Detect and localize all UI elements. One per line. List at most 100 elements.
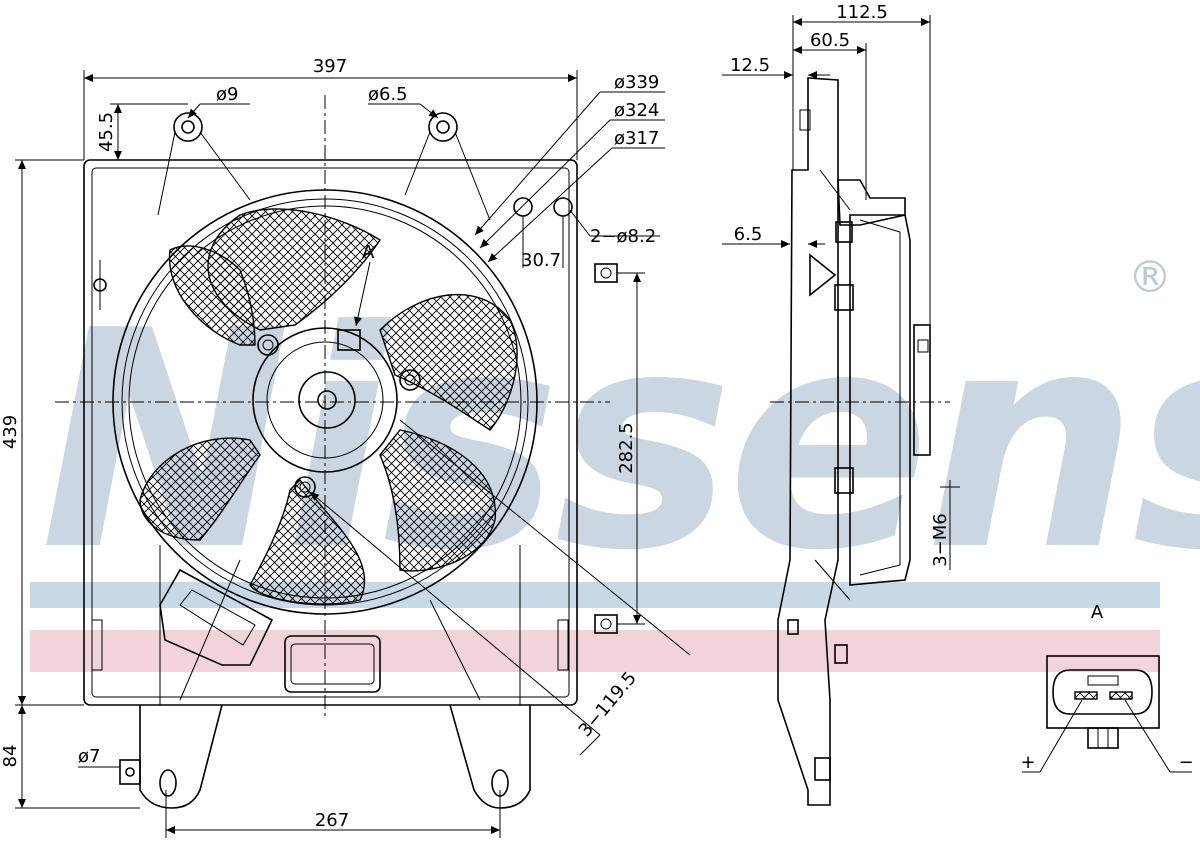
dim-ring-inner: ø317: [614, 128, 659, 149]
connector-key: [1087, 675, 1119, 686]
bracket-tab: [119, 759, 141, 785]
watermark-band-blue: [30, 582, 1160, 608]
fan-blade: [379, 293, 518, 431]
dim-vertical-span: 282.5: [616, 422, 637, 474]
dim-holes-spec: 2−ø8.2: [590, 226, 656, 247]
bracket-left: [139, 704, 223, 809]
watermark-band-red: [30, 630, 1160, 672]
dim-total-depth: 112.5: [836, 2, 888, 23]
dim-mount-spacing: 267: [315, 810, 349, 831]
dim-top-offset: 45.5: [96, 112, 117, 152]
side-motor: [849, 214, 911, 586]
mount-hole-right: [436, 120, 450, 134]
mount-rib: [454, 131, 491, 221]
side-tab: [799, 109, 811, 131]
resistor-label-plate: [179, 589, 256, 646]
side-clip-block: [835, 221, 853, 243]
dim-ring-mid: ø324: [614, 100, 659, 121]
dim-height: 439: [0, 415, 21, 449]
mount-rib: [199, 131, 251, 201]
watermark-registered-mark: ®: [1128, 252, 1172, 303]
dim-ring-outer: ø339: [614, 72, 659, 93]
mount-rib: [157, 131, 176, 216]
terminal-minus-label: −: [1178, 752, 1193, 773]
fan-blade: [249, 478, 366, 605]
motor-bolt-center: [404, 374, 416, 386]
leader-ring-mid: [479, 119, 611, 249]
side-tab: [787, 619, 799, 635]
dim-lower-hole: ø7: [78, 746, 100, 767]
dim-holes-pitch: 30.7: [521, 250, 561, 271]
left-latch: [91, 619, 103, 671]
side-clip-block: [834, 284, 854, 311]
fan-blade: [139, 437, 261, 541]
mount-boss-left: [173, 112, 203, 142]
motor-bolt: [294, 476, 316, 498]
connector-label: A: [1091, 602, 1104, 623]
dim-bolt-line: [309, 491, 601, 736]
right-clip-bottom-hole: [600, 618, 612, 630]
leader-ring-outer: [474, 91, 601, 236]
side-motor-top: [837, 179, 906, 226]
resistor-module: [159, 568, 274, 666]
dim-lip: 6.5: [734, 224, 763, 245]
leader-view-marker: [354, 261, 371, 327]
strut: [429, 599, 481, 701]
side-hub: [913, 324, 931, 456]
hub-shaft: [317, 390, 337, 410]
leader-positive: [1039, 699, 1083, 773]
terminal-positive: [1074, 691, 1098, 700]
view-marker: A: [362, 242, 375, 263]
bottom-vent: [284, 635, 381, 693]
strut: [179, 559, 241, 701]
side-clip-block: [834, 467, 854, 494]
terminal-negative: [1109, 691, 1133, 700]
bracket-right: [449, 704, 531, 809]
dim-depth-b: 60.5: [810, 30, 850, 51]
dim-width: 397: [313, 56, 347, 77]
connector-shell: [1052, 669, 1153, 715]
dim-bolt-line: [399, 419, 691, 656]
bracket-slot-left: [159, 769, 177, 797]
bracket-tab-hole: [125, 767, 135, 777]
side-motor-inner: [859, 219, 901, 576]
shroud-inner-edge: [91, 167, 570, 698]
mount-boss-right: [428, 112, 458, 142]
dim-thread: 3−M6: [930, 513, 951, 567]
motor-bolt: [257, 334, 279, 356]
side-shroud-line: [819, 169, 851, 211]
hub-cap: [298, 371, 356, 429]
side-foot: [834, 644, 848, 664]
leader-mount-hole: [187, 103, 201, 119]
leader-negative: [1124, 699, 1171, 773]
fan-blade: [379, 429, 496, 572]
shroud-outline: [83, 159, 578, 706]
fan-blade: [168, 245, 256, 346]
motor-bolt-center: [262, 339, 274, 351]
connector-view: A + −: [1020, 602, 1193, 773]
leader-ring-inner: [487, 147, 613, 263]
dim-bracket-height: 84: [0, 745, 21, 768]
leader-holes: [569, 209, 591, 237]
terminal-plus-label: +: [1020, 752, 1035, 773]
side-clip: [809, 253, 837, 297]
right-clip-top-hole: [600, 267, 612, 279]
right-latch: [557, 619, 569, 671]
leader-small-hole: [419, 103, 439, 119]
motor-bolt: [399, 369, 421, 391]
mount-rib: [404, 131, 431, 196]
dim-bolt-leader: [579, 734, 601, 756]
side-shroud: [777, 77, 839, 806]
side-hub-detail: [917, 339, 929, 353]
mount-hole-left: [181, 120, 195, 134]
twin-hole-left: [513, 197, 533, 217]
bottom-vent-inner: [290, 643, 375, 685]
connector-latch: [1087, 727, 1119, 749]
side-foot: [814, 757, 831, 781]
dim-mount-hole: ø9: [216, 84, 238, 105]
side-shroud-line: [814, 559, 851, 601]
motor-bolt-center: [299, 481, 311, 493]
side-view: 112.5 60.5 12.5 6.5 3−M6: [722, 2, 960, 806]
